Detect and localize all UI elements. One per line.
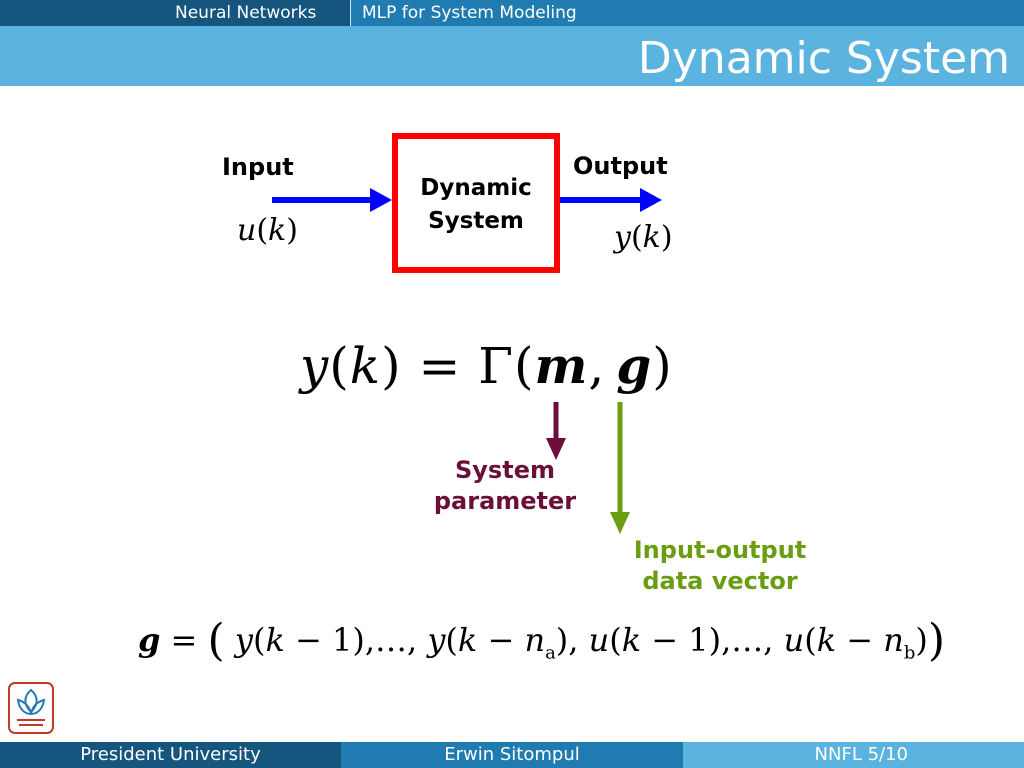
box-label-line2: System [428, 208, 524, 234]
input-arrow [272, 188, 392, 212]
slide-title: Dynamic System [637, 33, 1010, 84]
g-vector-definition: g = ( y(k − 1),…, y(k − na), u(k − 1),…,… [138, 615, 946, 666]
main-equation: y(k) = Γ(m, g) [300, 336, 673, 395]
footer-author: Erwin Sitompul [341, 742, 683, 768]
dynamic-system-box [392, 133, 560, 273]
system-parameter-note: System parameter [410, 455, 600, 517]
io-vector-arrow [610, 402, 630, 534]
breadcrumb-course: Neural Networks [175, 3, 317, 23]
io-vector-line2: data vector [642, 567, 798, 595]
output-arrow [560, 188, 662, 212]
system-parameter-line1: System [455, 456, 555, 484]
footer-page-text: NNFL 5/10 [814, 744, 908, 765]
system-parameter-line2: parameter [433, 487, 577, 515]
breadcrumb-topic: MLP for System Modeling [362, 3, 577, 23]
footer-bar: President University Erwin Sitompul NNFL… [0, 742, 1024, 768]
box-label-line1: Dynamic [420, 175, 532, 201]
title-bar [0, 26, 1024, 86]
footer-page-number: NNFL 5/10 [683, 742, 1024, 768]
output-label: Output [573, 152, 668, 180]
university-logo-icon [8, 682, 54, 734]
header-bar: Neural Networks MLP for System Modeling [0, 0, 1024, 26]
dynamic-system-box-label: Dynamic System [392, 172, 560, 238]
header-left-segment [0, 0, 350, 26]
header-divider [350, 0, 351, 26]
footer-institution: President University [0, 742, 341, 768]
input-symbol: u(k) [237, 213, 298, 248]
output-symbol: y(k) [614, 220, 673, 255]
io-vector-note: Input-output data vector [600, 535, 840, 597]
io-vector-line1: Input-output [633, 536, 807, 564]
system-parameter-arrow [546, 402, 566, 460]
input-label: Input [222, 153, 294, 181]
